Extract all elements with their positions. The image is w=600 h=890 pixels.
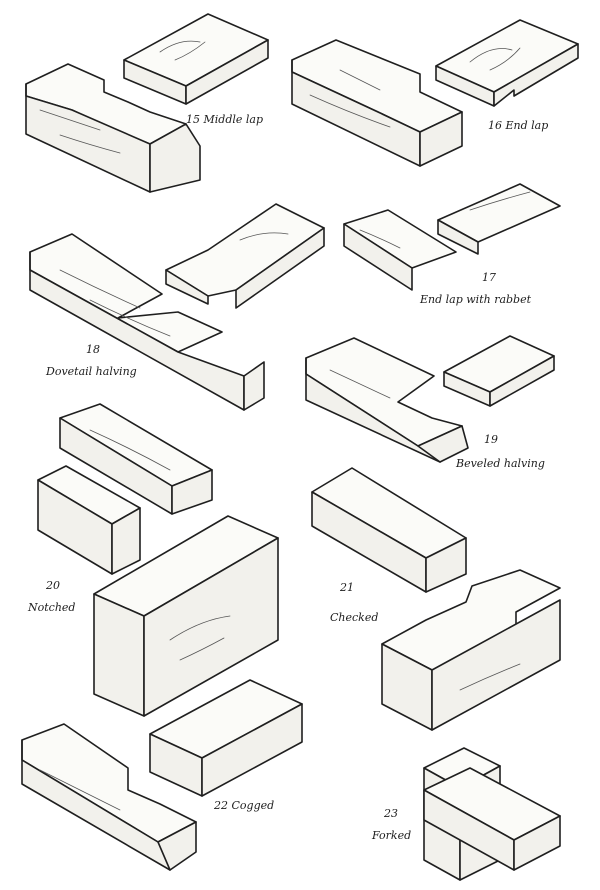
fig-17-label: End lap with rabbet [420,293,532,306]
fig-23-forked [423,747,561,881]
fig-16-lower-piece [291,39,463,167]
fig-19-upper-piece [443,335,555,407]
fig-16-caption: 16 End lap [488,120,548,131]
fig-23-horizontal-piece [423,767,561,871]
fig-21-checked [311,467,561,731]
fig-19-beveled-halving [305,335,555,463]
fig-20-rear-piece [59,403,213,515]
fig-20-board [93,515,279,717]
fig-17-end-lap-rabbet [343,183,561,291]
fig-21-label: Checked [330,611,379,624]
fig-18-dovetail-halving [29,203,325,411]
fig-22-label: Cogged [231,799,275,812]
fig-22-upper-piece [149,679,303,797]
fig-19-lower-piece [305,337,469,463]
fig-17-number: 17 [482,271,496,284]
fig-23-label: Forked [372,829,412,842]
fig-20-notched-piece [37,465,141,575]
fig-22-caption: 22 Cogged [214,800,274,811]
fig-18-upper-piece [165,203,325,309]
fig-20-label: Notched [28,601,76,614]
fig-16-end-lap [291,19,579,167]
fig-18-number: 18 [86,343,100,356]
fig-20-number: 20 [46,579,60,592]
fig-21-number: 21 [340,581,354,594]
fig-22-number: 22 [214,799,228,812]
fig-15-label: Middle lap [203,113,264,126]
fig-16-label: End lap [505,119,549,132]
fig-15-upper-piece [123,13,269,105]
fig-19-label: Beveled halving [456,457,545,470]
fig-15-caption: 15 Middle lap [186,114,263,125]
fig-21-lower-piece [381,569,561,731]
fig-22-lower-piece [21,723,197,871]
fig-21-upper-piece [311,467,467,593]
fig-19-number: 19 [484,433,498,446]
fig-23-number: 23 [384,807,398,820]
fig-22-cogged [21,679,303,871]
fig-20-notched [37,403,279,717]
fig-16-number: 16 [488,119,502,132]
fig-15-lower-piece [25,63,201,193]
fig-18-lower-piece [29,233,265,411]
fig-16-upper-piece [435,19,579,107]
fig-18-label: Dovetail halving [46,365,137,378]
fig-15-number: 15 [186,113,200,126]
fig-15-middle-lap [25,13,269,193]
